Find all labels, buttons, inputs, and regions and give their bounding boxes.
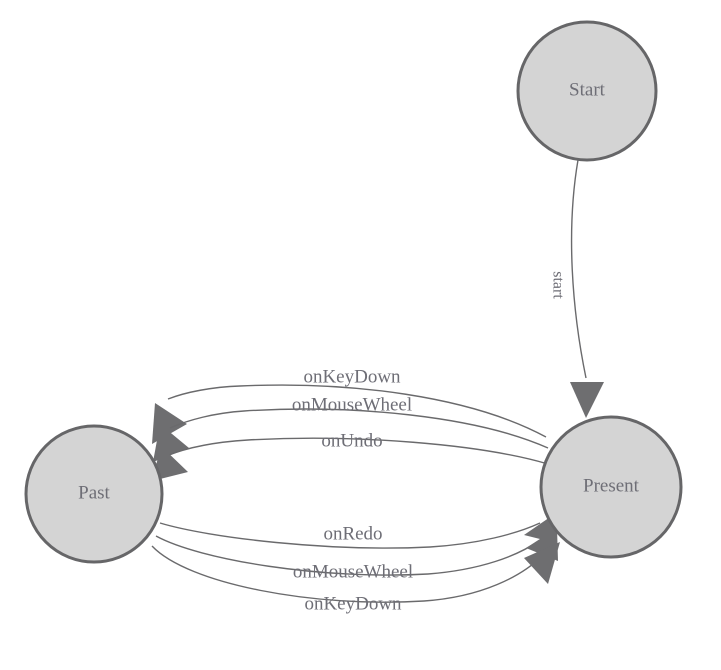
edge-present-to-past-onkeydown-path: [167, 384, 547, 438]
edge-label-present-past-onundo: onUndo: [321, 430, 382, 451]
arrowhead-present-from-past-onkeydown: [524, 542, 560, 584]
edge-present-to-past-onmousewheel-path: [169, 408, 549, 449]
edge-label-past-present-onredo: onRedo: [323, 523, 382, 544]
edge-start-to-present[interactable]: start: [549, 159, 604, 418]
edge-past-to-present-onredo[interactable]: onRedo: [159, 513, 556, 549]
edge-present-to-past-onmousewheel[interactable]: onMouseWheel: [153, 394, 549, 462]
node-start[interactable]: Start: [516, 20, 658, 162]
edge-label-past-present-onmousewheel: onMouseWheel: [293, 561, 413, 582]
node-present-label: Present: [583, 475, 640, 496]
edge-label-past-present-onkeydown: onKeyDown: [304, 593, 402, 614]
node-past-label: Past: [78, 482, 110, 503]
edge-label-start: start: [549, 271, 566, 299]
edge-past-to-present-onredo-path: [159, 522, 541, 549]
edge-label-present-past-onmousewheel: onMouseWheel: [292, 394, 412, 415]
edge-start-to-present-path: [570, 159, 587, 379]
edge-past-to-present-onkeydown-path: [151, 545, 543, 603]
node-start-label: Start: [569, 79, 606, 100]
node-present-circle: [539, 415, 683, 559]
edge-past-to-present-onmousewheel-path: [155, 535, 541, 576]
node-start-circle: [516, 20, 658, 162]
edge-label-present-past-onkeydown: onKeyDown: [303, 366, 401, 387]
arrowhead-present-from-start: [570, 382, 604, 418]
node-past-circle: [24, 424, 164, 564]
edge-past-to-present-onkeydown[interactable]: onKeyDown: [151, 542, 560, 614]
edge-present-to-past-onundo[interactable]: onUndo: [152, 430, 549, 481]
node-past[interactable]: Past: [24, 424, 164, 564]
node-present[interactable]: Present: [539, 415, 683, 559]
arrowhead-past-from-present-onundo: [152, 446, 188, 481]
edge-present-to-past-onundo-path: [165, 437, 549, 465]
